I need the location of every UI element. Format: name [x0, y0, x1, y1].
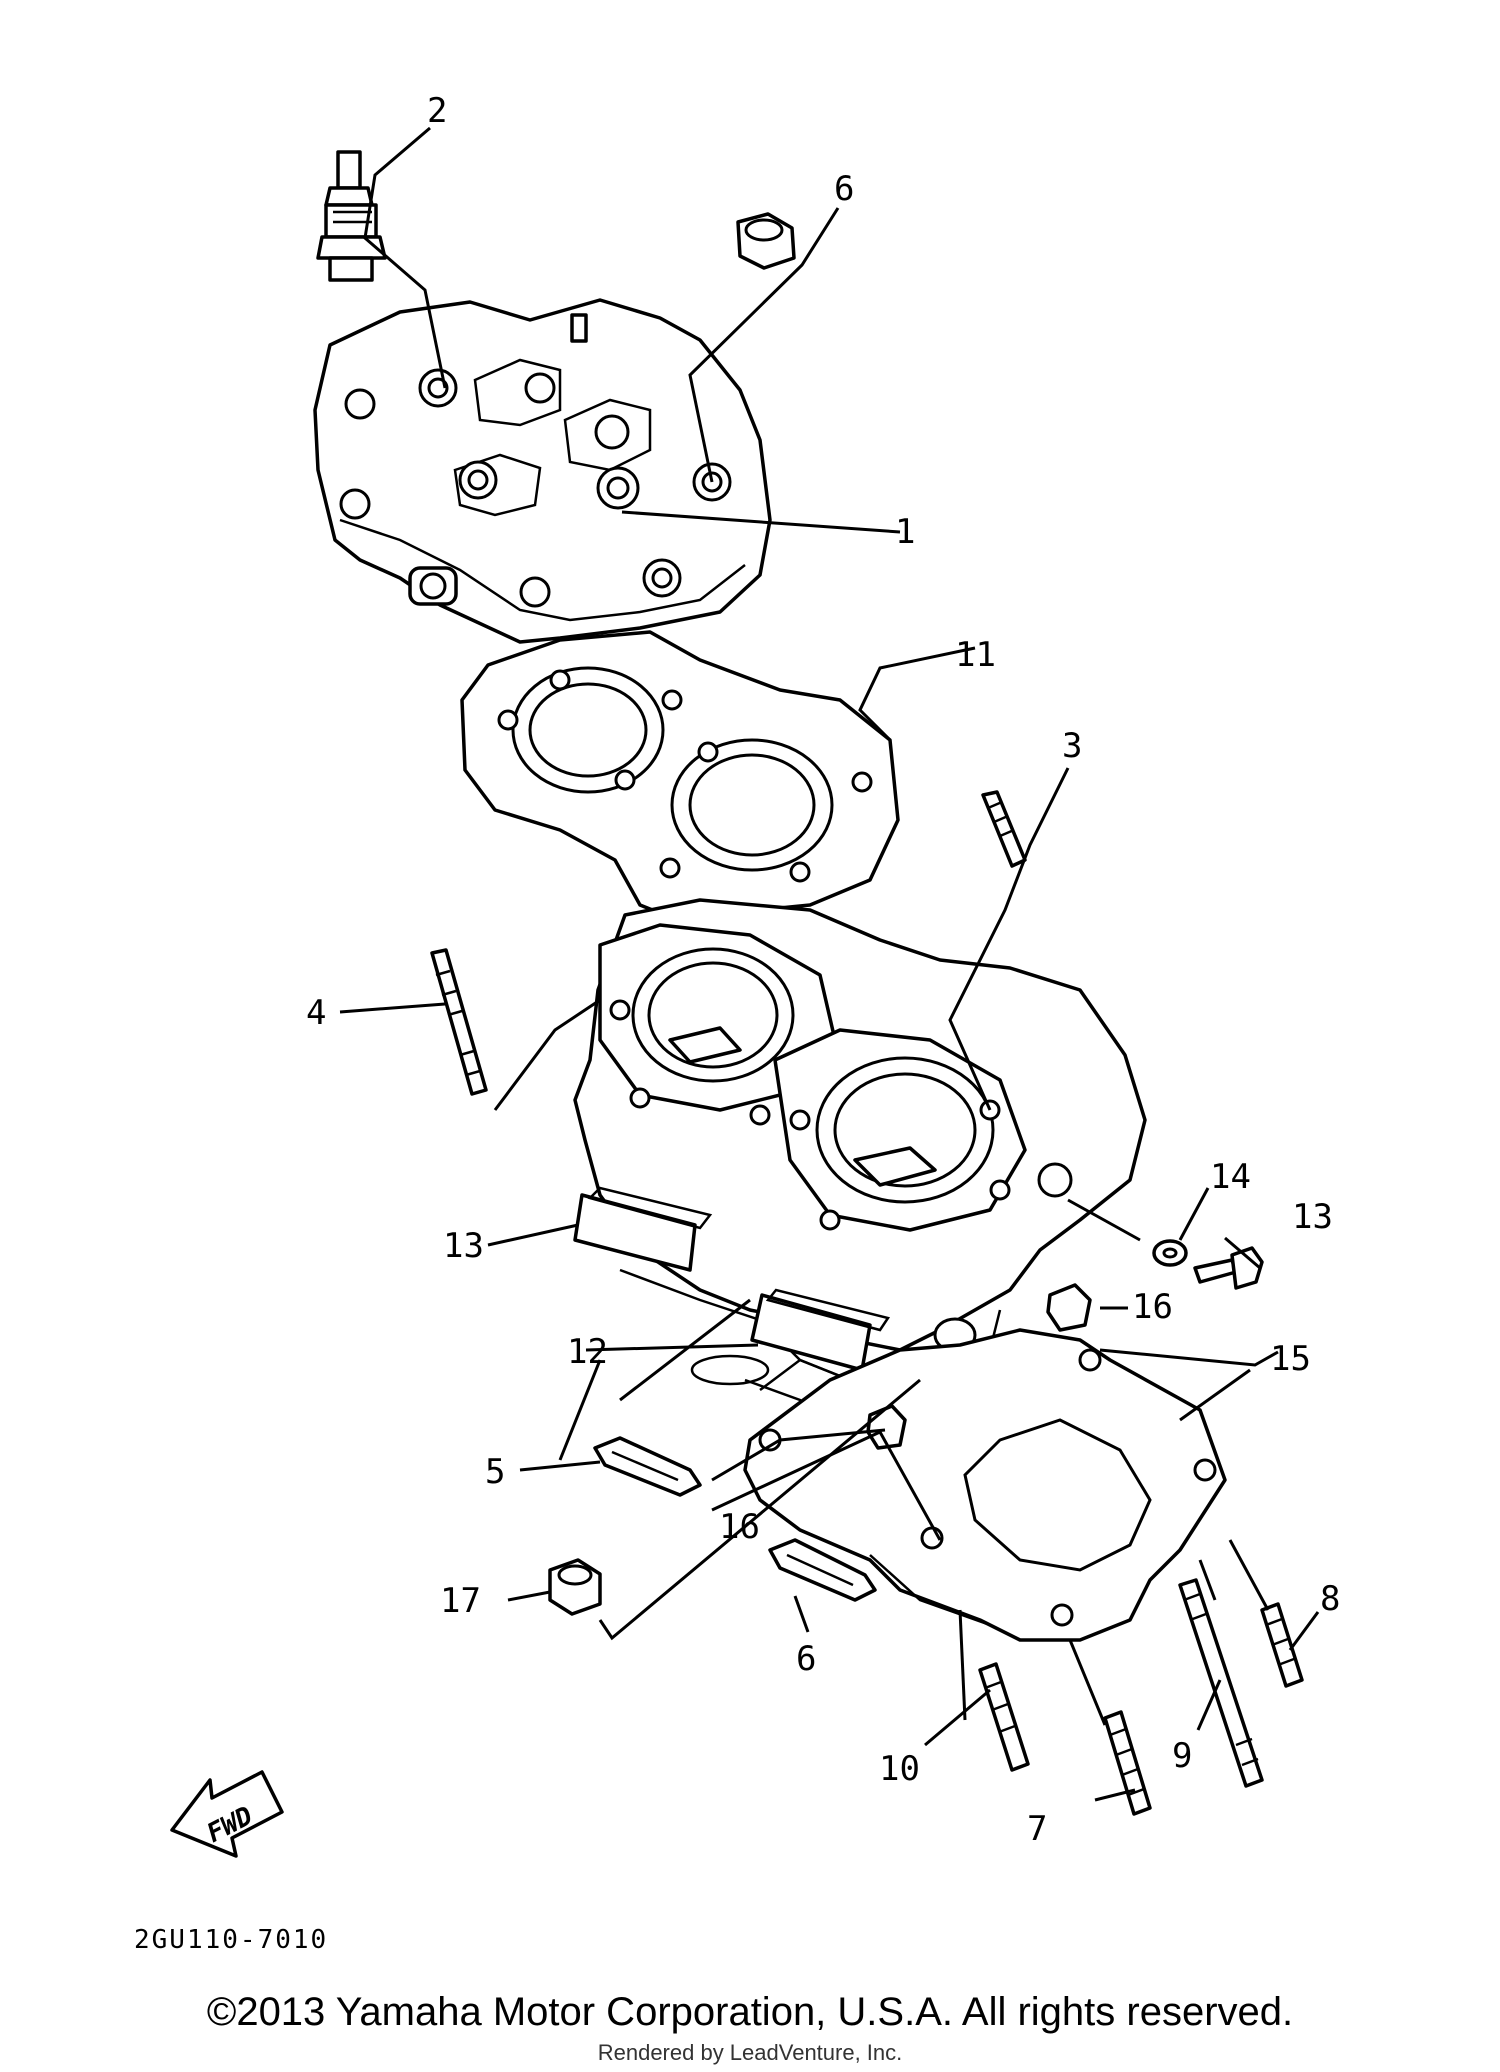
stud-part-3: [981, 790, 1027, 868]
copyright-notice: ©2013 Yamaha Motor Corporation, U.S.A. A…: [206, 1990, 1294, 2034]
callout-7: 11: [955, 635, 996, 675]
callout-14: 10: [879, 1749, 920, 1789]
callout-6-lower: 6: [796, 1639, 816, 1679]
nut-part: [736, 212, 796, 270]
callout-2: 2: [427, 91, 447, 131]
callout-6-left: 5: [485, 1452, 505, 1492]
stud-part-13-right: [1260, 1602, 1304, 1688]
callout-17: 17: [440, 1581, 481, 1621]
stud-part-4: [430, 948, 488, 1096]
callout-16-lower: 16: [719, 1507, 760, 1547]
stud-part-14: [978, 1662, 1030, 1772]
washer-part: [1152, 1239, 1188, 1267]
callout-9: 13: [443, 1226, 484, 1266]
nut-part-lower: [548, 1558, 602, 1616]
spark-plug-part: [316, 150, 387, 282]
cylinder-head-part: [313, 298, 772, 644]
head-gasket-part: [460, 630, 900, 927]
diagram-code: 2GU110-7010: [134, 1925, 328, 1955]
callout-11: 14: [1210, 1157, 1251, 1197]
dowel-pin-part-upper: [1046, 1283, 1092, 1332]
callout-5: 6: [834, 169, 854, 209]
leader-lines: [339, 126, 1320, 1802]
reed-gasket-part-lower: [768, 1538, 877, 1602]
callout-13-lower: 7: [1027, 1809, 1047, 1849]
callout-4: 4: [306, 993, 326, 1033]
rendered-by-notice: Rendered by LeadVenture, Inc.: [597, 2040, 903, 2065]
cylinder-block-part: [573, 898, 1147, 1442]
callout-labels: 2 6 1 11 3 4 13 12 14 13 16 15 5 16 17 6…: [306, 91, 1340, 1849]
callout-10: 13: [1292, 1197, 1333, 1237]
fwd-arrow: FWD: [170, 1770, 284, 1858]
callout-15: 9: [1172, 1736, 1192, 1776]
stud-part-15: [1178, 1578, 1264, 1788]
reed-gasket-part-upper: [593, 1436, 702, 1497]
callout-3: 3: [1062, 726, 1082, 766]
callout-13-right: 8: [1320, 1579, 1340, 1619]
base-gasket-part: [743, 1328, 1227, 1642]
callout-16-upper: 16: [1132, 1287, 1173, 1327]
callout-12: 15: [1270, 1339, 1311, 1379]
callout-8: 12: [567, 1332, 608, 1372]
bolt-part: [1193, 1246, 1264, 1290]
stud-part-13-lower: [1103, 1710, 1152, 1816]
callout-1: 1: [895, 512, 915, 552]
